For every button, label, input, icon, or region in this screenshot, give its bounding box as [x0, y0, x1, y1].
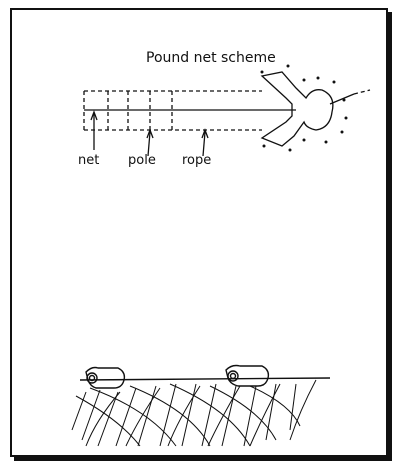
diagram-title: Pound net scheme — [146, 50, 276, 66]
net-mesh — [71, 379, 317, 447]
label-pole: pole — [128, 153, 156, 168]
float-line-drawing — [71, 364, 331, 447]
net-outline — [83, 90, 262, 131]
float-left — [85, 366, 126, 389]
stake-dots — [260, 64, 348, 152]
outlet — [329, 93, 355, 105]
label-rope: rope — [182, 153, 211, 168]
head-rope — [79, 377, 331, 381]
float-right — [225, 364, 270, 387]
heart-chamber — [260, 71, 334, 147]
figure-frame — [10, 8, 388, 457]
label-net: net — [78, 153, 99, 168]
